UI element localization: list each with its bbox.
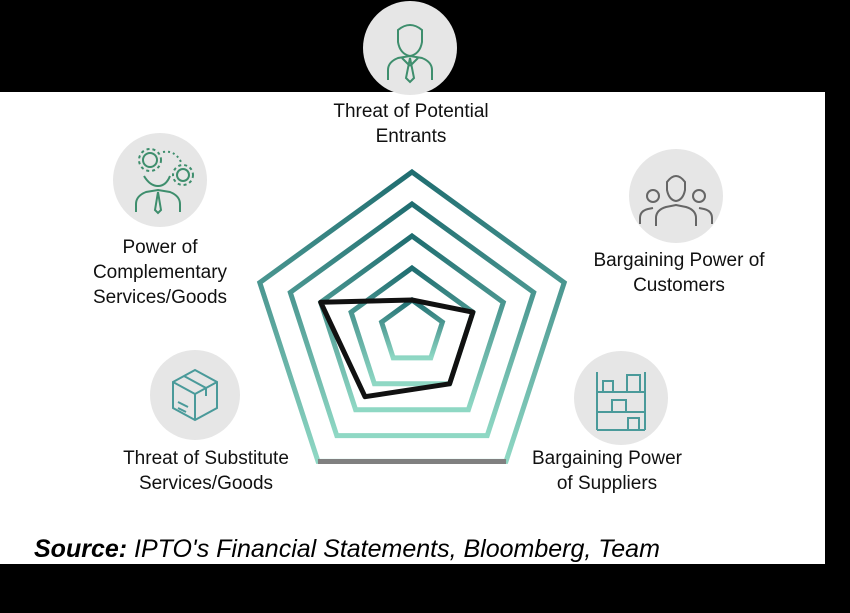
force-label-line: Bargaining Power of [593,250,765,271]
force-label-line: Threat of Potential [333,101,489,122]
force-label-line: Services/Goods [92,287,228,308]
package-box-icon [150,350,240,440]
scale-ring-1 [378,296,446,361]
customers-group-icon [629,149,723,243]
force-label-line: Bargaining Power [532,448,682,469]
force-label-line: Entrants [375,126,447,147]
businessman-icon [363,1,457,95]
source-text: IPTO's Financial Statements, Bloomberg, … [134,535,660,563]
scale-ring-3 [317,232,507,413]
source-label: Source: [34,535,128,563]
scale-ring-5 [256,168,568,464]
force-label-line: of Suppliers [556,473,658,494]
force-label-line: Power of [122,237,198,258]
force-label-line: Threat of Substitute [123,448,289,469]
score-polygon [318,297,476,400]
warehouse-shelves-icon [574,351,668,445]
force-label-line: Customers [633,275,725,296]
source-note: Source: IPTO's Financial Statements, Blo… [34,535,660,564]
label-bargaining-power-of-customers: Bargaining Power of Customers [568,248,790,298]
scale-ring-4 [287,200,537,439]
force-label-line: Services/Goods [138,473,274,494]
force-label-line: Complementary [92,262,228,283]
scale-ring-2 [348,264,476,387]
gear-person-icon [113,133,207,227]
label-bargaining-power-of-suppliers: Bargaining Power of Suppliers [506,446,708,496]
